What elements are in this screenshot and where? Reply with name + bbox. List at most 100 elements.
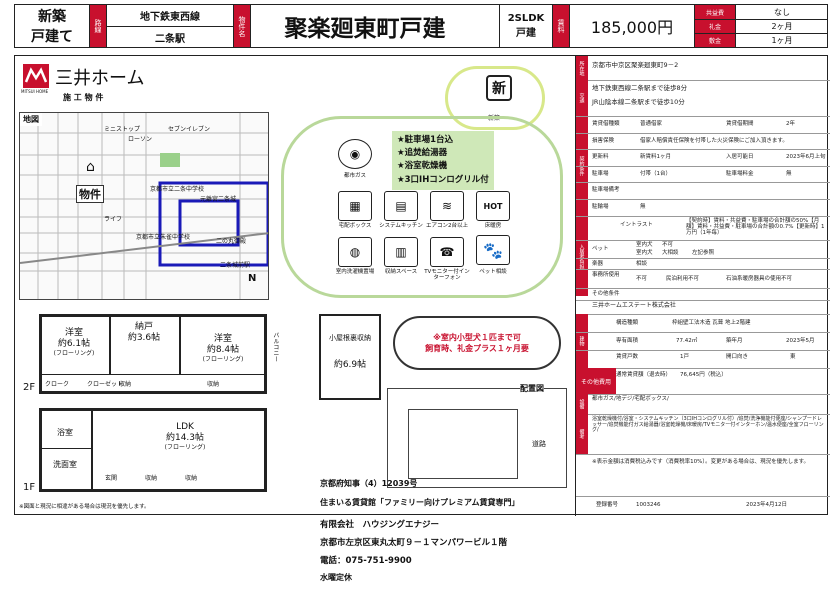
floor-label-1f: 1F <box>23 482 36 493</box>
layout-type: 2SLDK 戸建 <box>500 5 552 47</box>
sec-building: 建物 <box>576 314 588 368</box>
aircon-icon: ≋ <box>430 191 464 221</box>
highlight-item: ★浴室乾燥機 <box>397 161 448 172</box>
direction-label: 開口向き <box>726 354 749 360</box>
built-value: 2023年5月 <box>786 338 815 344</box>
attic-title: 小屋根裏収納 <box>329 334 371 342</box>
room-2f-west: 洋室約6.1帖(フローリング) <box>41 328 107 357</box>
line-name: 地下鉄東西線 <box>140 12 200 23</box>
terms-cell: 賃貸借期間 <box>726 121 754 127</box>
terms-cell: 無 <box>640 204 646 210</box>
fee-label-key-money: 礼金 <box>695 19 735 33</box>
other-conditions-label: その他条件 <box>592 291 620 297</box>
site-lot <box>408 409 518 479</box>
layout-line1: 2SLDK <box>507 13 545 24</box>
room-floor: (フローリング) <box>53 349 95 357</box>
delivery-box-icon: ▦ <box>338 191 372 221</box>
map-property-marker: 物件 <box>76 185 104 203</box>
room-size: 約8.4帖 <box>206 345 240 356</box>
fee-label-deposit: 敷金 <box>695 33 735 47</box>
reg-label: 登録番号 <box>596 502 619 508</box>
pet-row-5: 左記参照 <box>692 250 715 256</box>
room-name: LDK <box>176 422 194 432</box>
terms-cell: 駐車場料金 <box>726 170 754 177</box>
storage-icon: ▥ <box>384 237 418 267</box>
floor-heating-label: 床暖房 <box>484 223 502 229</box>
area-value: 77.42㎡ <box>676 338 698 344</box>
key-money-value: 2ヶ月 <box>771 21 793 31</box>
sec-other: その他費用 <box>576 368 616 394</box>
room-size: 約3.6帖 <box>127 333 161 344</box>
attic-size: 約6.9帖 <box>333 360 367 370</box>
storage-2f-label2: 収納 <box>207 381 220 388</box>
units-label: 賃貸戸数 <box>616 354 639 360</box>
terms-cell: 無 <box>786 170 792 177</box>
room-2f-storage: 納戸約3.6帖 <box>111 322 177 345</box>
room-floor: (フローリング) <box>202 355 244 363</box>
storage-label: 収納スペース <box>384 269 418 275</box>
terms-cell: 駐車場備考 <box>592 187 620 194</box>
total-label: 通常賃貸額（退去時） <box>616 372 672 378</box>
room-size: 約6.1帖 <box>57 339 91 350</box>
room-name: 納戸 <box>134 322 153 332</box>
pet-row-2: 不可 <box>662 242 674 248</box>
heater-value: 石油系暖房器具の使用不可 <box>726 276 793 282</box>
gas-label: 都市ガス <box>343 173 366 179</box>
balcony-label: バルコニー <box>271 332 279 362</box>
washroom-label: 洗面室 <box>53 460 77 469</box>
terms-cell: 2023年6月上旬 <box>786 154 826 161</box>
map-label-ministop: ミニストップ <box>104 126 141 133</box>
closet-label: クローク <box>45 381 70 388</box>
property-type: 新築 戸建て <box>15 5 89 47</box>
brand-name: 三井ホーム <box>55 68 145 89</box>
new-badge: 新 新築 <box>445 66 545 130</box>
guarantee-text: 【契約時】賃料・共益費・駐車場の合計額の50%【月額】賃料・共益費・駐車場の合計… <box>686 218 825 237</box>
pet-row-3: 室内犬 <box>636 250 653 256</box>
agent-tel[interactable]: 電話：075-751-9900 <box>320 556 412 566</box>
price-note: ※表示金額は消費税込みです（消費税率10%）。変更がある場合は、現況を優先します… <box>592 459 810 465</box>
north-arrow-icon: N <box>248 273 257 284</box>
delivery-box-label: 宅配ボックス <box>338 223 372 229</box>
terms-cell: 入居可能日 <box>726 154 754 161</box>
rent-label: 賃料 <box>553 5 569 47</box>
entrance-label: 玄関 <box>105 475 118 482</box>
map-label-palace: 二の丸御殿 <box>216 238 247 245</box>
type-line2: 戸建て <box>31 29 73 45</box>
floorplan-1f <box>39 408 267 492</box>
map-label-school2: 京都市立朱雀中学校 <box>136 234 191 241</box>
floorplan-note: ※図面と現況に相違がある場合は現況を優先します。 <box>19 504 150 510</box>
transport1: 地下鉄東西線二条駅まで徒歩8分 <box>592 84 688 92</box>
washer-icon: ◍ <box>338 237 372 267</box>
map-label-school1: 京都市立二条中学校 <box>150 186 205 193</box>
total-value: 76,645円（税込） <box>680 372 727 378</box>
main-sheet: MITSUI HOME 三井ホーム 施 工 物 件 地図 ミニストップ セブンイ… <box>14 55 830 516</box>
fee-label-common: 共益費 <box>695 5 735 19</box>
pet-row-1: 室内犬 <box>636 242 653 248</box>
pet-label: ペット相談 <box>479 269 507 275</box>
room-size: 約14.3帖 <box>165 433 205 444</box>
pet-note-line1: ※室内小型犬１匹まで可 <box>433 333 521 342</box>
terms-cell: 駐輪場 <box>592 204 609 210</box>
detail-table: 所在地 京都市中京区聚楽廻東町9－2 交通 地下鉄東西線二条駅まで徒歩8分 JR… <box>575 56 830 516</box>
structure-value: 枠組壁工法木造 瓦葺 地上2階建 <box>672 320 751 326</box>
terms-cell: 普通借家 <box>640 121 663 127</box>
address-value: 京都市中京区聚楽廻東町9－2 <box>592 61 679 69</box>
detail-text: 浴室乾燥機付/浴室・システムキッチン（3口IHコンログリル付）/追焚/洗浄機能付… <box>592 416 824 433</box>
highlight-item: ★追焚給湯器 <box>397 148 448 159</box>
site-plan: 配置図 道路 <box>387 383 567 488</box>
sec-detail: 備考 <box>576 414 588 454</box>
terms-cell: 借家人賠償責任保険を付帯した火災保険にご加入頂きます。 <box>640 137 788 144</box>
highlight-item: ★駐車場1台込 <box>397 135 454 145</box>
transport2: JR山陰本線二条駅まで徒歩10分 <box>592 98 685 106</box>
agent-license: 京都府知事（4）12039号 <box>320 479 418 488</box>
terms-cell: 付帯（1台） <box>640 170 671 177</box>
pet-note-cloud: ※室内小型犬１匹まで可 飼育時、礼金プラス１ヶ月要 <box>393 316 561 370</box>
map-label-station: 二条城前駅 <box>220 262 251 269</box>
closet2-label: クローゼット <box>87 381 124 388</box>
intercom-label: TVモニター付インターフォン <box>424 269 470 282</box>
map-label-lawson: ローソン <box>128 136 153 143</box>
room-name: 洋室 <box>64 328 83 338</box>
sec-facility: 設備 <box>576 394 588 414</box>
terms-cell: 駐車場 <box>592 170 609 177</box>
